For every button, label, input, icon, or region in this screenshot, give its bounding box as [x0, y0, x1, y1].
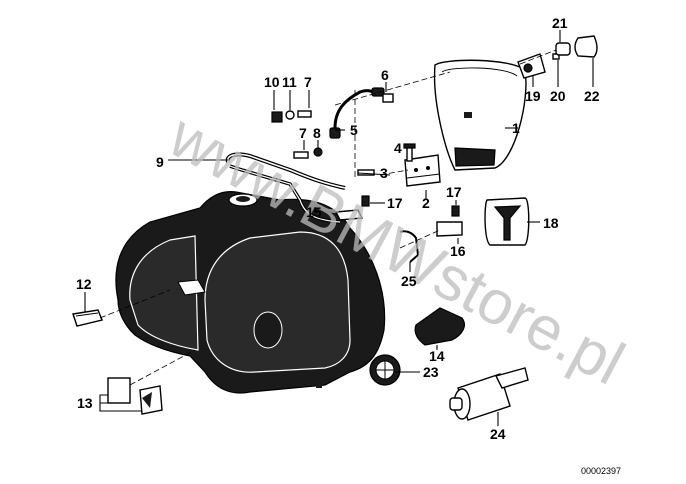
hinge-bracket[interactable] — [404, 154, 441, 187]
rubber-pad-18[interactable] — [484, 197, 530, 246]
cap-22[interactable] — [574, 35, 598, 58]
callout-8[interactable]: 8 — [313, 125, 321, 141]
callout-25[interactable]: 25 — [401, 273, 417, 289]
fuel-tank[interactable] — [115, 191, 386, 394]
callout-16[interactable]: 16 — [450, 243, 466, 259]
wire-clip-25[interactable] — [399, 230, 420, 263]
callout-10[interactable]: 10 — [264, 74, 280, 90]
rear-cover[interactable] — [433, 59, 527, 171]
diagram-reference-number: 00002397 — [581, 466, 621, 476]
callout-17-left[interactable]: 17 — [387, 195, 403, 211]
screw-3[interactable] — [357, 169, 375, 176]
callout-6[interactable]: 6 — [381, 67, 389, 83]
callout-22[interactable]: 22 — [584, 88, 600, 104]
callout-11[interactable]: 11 — [282, 74, 297, 90]
callout-3[interactable]: 3 — [380, 165, 388, 181]
callout-12[interactable]: 12 — [76, 276, 92, 292]
callout-15[interactable]: 15 — [306, 204, 322, 220]
callout-23[interactable]: 23 — [423, 364, 439, 380]
callout-4[interactable]: 4 — [394, 140, 402, 156]
tube-24[interactable] — [449, 367, 529, 421]
callout-24[interactable]: 24 — [490, 426, 506, 442]
callout-20[interactable]: 20 — [550, 88, 566, 104]
pads-13[interactable] — [107, 377, 163, 415]
holder-15[interactable] — [334, 209, 364, 221]
screw-17-right[interactable] — [451, 205, 460, 217]
callout-17-right[interactable]: 17 — [446, 184, 462, 200]
emblem-23[interactable] — [369, 354, 401, 386]
screw-7-top[interactable] — [297, 110, 312, 118]
screw-7-mid[interactable] — [293, 151, 309, 159]
callout-7-mid[interactable]: 7 — [299, 125, 307, 141]
callout-7-top[interactable]: 7 — [304, 74, 312, 90]
vent-hose[interactable] — [225, 152, 346, 224]
callout-2[interactable]: 2 — [422, 195, 430, 211]
callout-9[interactable]: 9 — [156, 154, 164, 170]
lock-cylinder-19[interactable] — [517, 53, 546, 79]
screw-6[interactable] — [382, 93, 394, 103]
clip-nut-10[interactable] — [271, 111, 283, 123]
leader-lines — [84, 30, 594, 426]
callout-13[interactable]: 13 — [77, 395, 93, 411]
screw-17-left[interactable] — [361, 195, 370, 207]
washer-8[interactable] — [313, 147, 323, 157]
callout-14[interactable]: 14 — [429, 348, 445, 364]
callout-5[interactable]: 5 — [350, 122, 358, 138]
rubber-mount-14[interactable] — [414, 307, 465, 346]
callout-21[interactable]: 21 — [552, 15, 568, 31]
washer-11[interactable] — [285, 110, 295, 120]
grommet-12[interactable] — [72, 309, 103, 327]
callout-18[interactable]: 18 — [543, 215, 559, 231]
sleeve-21[interactable] — [555, 42, 571, 56]
callout-19[interactable]: 19 — [525, 88, 541, 104]
callout-1[interactable]: 1 — [512, 120, 520, 136]
